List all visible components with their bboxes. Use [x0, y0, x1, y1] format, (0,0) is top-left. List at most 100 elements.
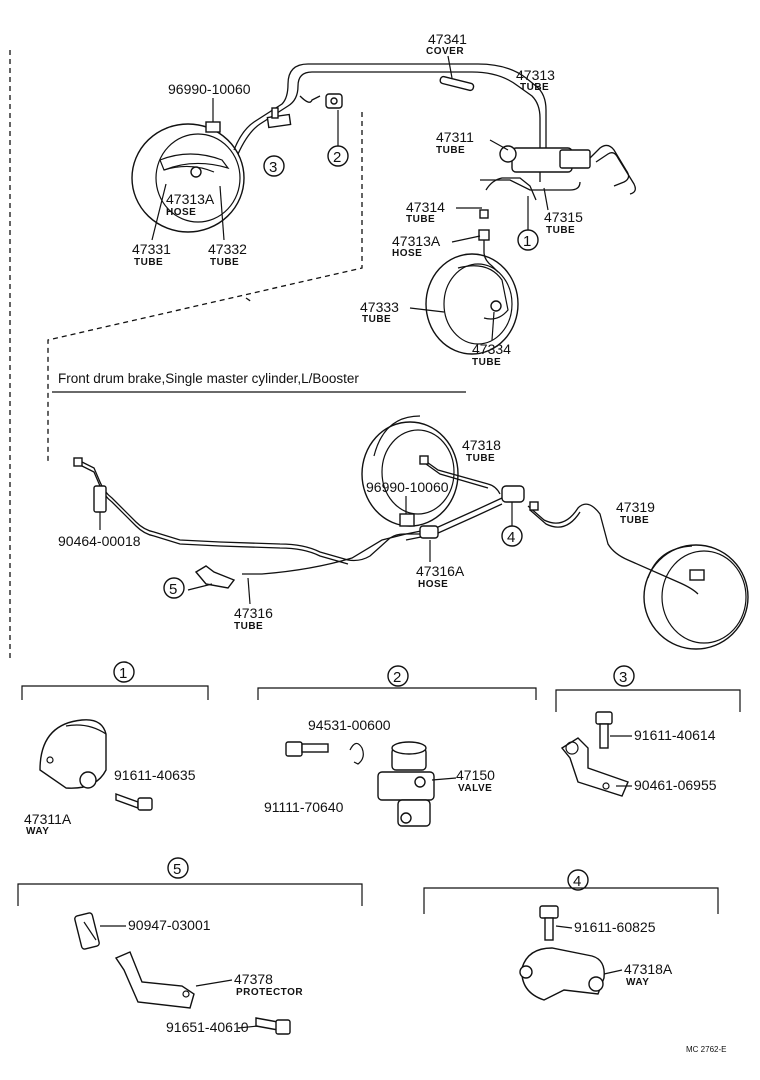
tube-47314-nut	[479, 209, 489, 219]
label-47334-tube: TUBE	[472, 357, 501, 368]
valve-47150	[377, 741, 435, 827]
label-47331-tube: TUBE	[134, 257, 163, 268]
way-47311a	[39, 719, 107, 789]
sleeve-90947-03001	[74, 912, 100, 950]
label-47313: 47313	[516, 67, 555, 83]
label-47318a: 47318A	[624, 961, 673, 977]
svg-text:3: 3	[619, 669, 627, 686]
bracket-detail5-ref	[194, 565, 236, 589]
svg-text:5: 5	[173, 861, 181, 878]
label-47311: 47311	[436, 129, 474, 145]
label-47311a-way: WAY	[26, 826, 49, 837]
label-47313a-right: 47313A	[392, 233, 441, 249]
callout-2-top: 2	[327, 145, 349, 167]
label-47316-tube: TUBE	[234, 621, 263, 632]
label-91611-40635: 91611-40635	[114, 767, 196, 783]
label-47316: 47316	[234, 605, 273, 621]
svg-text:4: 4	[507, 529, 515, 546]
label-47318a-way: WAY	[626, 977, 649, 988]
master-cylinder	[480, 144, 636, 195]
label-47315-tube: TUBE	[546, 225, 575, 236]
label-47332: 47332	[208, 241, 247, 257]
label-91611-40614: 91611-40614	[634, 727, 716, 743]
label-47333-tube: TUBE	[362, 314, 391, 325]
label-47150-valve: VALVE	[458, 783, 492, 794]
label-47314: 47314	[406, 199, 445, 215]
tube-47319	[527, 503, 699, 595]
label-90464: 90464-00018	[58, 533, 141, 549]
label-47150: 47150	[456, 767, 495, 783]
clip-90464	[93, 485, 107, 513]
svg-text:2: 2	[393, 669, 401, 686]
detail-4-bracket: 4	[423, 869, 719, 914]
svg-text:2: 2	[333, 149, 341, 166]
detail-5-bracket: 5	[17, 857, 363, 906]
drum-brake-mid-left	[361, 415, 459, 527]
label-47316a-hose: HOSE	[418, 579, 448, 590]
svg-text:3: 3	[269, 159, 277, 176]
svg-text:4: 4	[573, 873, 581, 890]
drum-brake-rear-right	[643, 544, 749, 650]
bolt-96990-mid	[399, 513, 415, 527]
tube-47314	[485, 177, 537, 201]
label-47378-protector: PROTECTOR	[236, 987, 303, 998]
callout-3-top: 3	[263, 155, 285, 177]
dashed-connector	[47, 112, 363, 462]
tube-clip-top-1	[266, 107, 292, 129]
label-47313a-left: 47313A	[166, 191, 215, 207]
label-47319-tube: TUBE	[620, 515, 649, 526]
pin-94531-00600	[349, 742, 364, 765]
hose-47313a-right-fitting	[478, 229, 490, 241]
label-47333: 47333	[360, 299, 399, 315]
label-47318-tube: TUBE	[466, 453, 495, 464]
label-47315: 47315	[544, 209, 583, 225]
label-47313a-left-hose: HOSE	[166, 207, 196, 218]
bolt-91611-40614	[595, 711, 613, 749]
label-47311a: 47311A	[24, 811, 72, 827]
callout-5-mid: 5	[163, 577, 185, 599]
label-47313-tube: TUBE	[520, 82, 549, 93]
way-47318a	[519, 947, 605, 1001]
way-fitting-mid	[501, 485, 525, 503]
main-tube-bundle	[233, 63, 547, 182]
label-47378: 47378	[234, 971, 273, 987]
label-47332-tube: TUBE	[210, 257, 239, 268]
bolt-96990-top	[205, 98, 221, 133]
label-47319: 47319	[616, 499, 655, 515]
svg-text:5: 5	[169, 581, 177, 598]
label-47331: 47331	[132, 241, 171, 257]
label-47341: 47341	[428, 31, 467, 47]
label-47313a-right-hose: HOSE	[392, 248, 422, 259]
tube-47318	[423, 459, 501, 495]
bolt-91611-60825	[539, 905, 559, 941]
label-47314-tube: TUBE	[406, 214, 435, 225]
svg-text:1: 1	[523, 233, 531, 250]
label-cover: COVER	[426, 46, 464, 57]
label-47334: 47334	[472, 341, 511, 357]
label-47318: 47318	[462, 437, 501, 453]
tube-clip-top-2	[325, 93, 343, 109]
detail-3-bracket: 3	[555, 665, 741, 712]
label-96990-top: 96990-10060	[168, 81, 251, 97]
svg-text:1: 1	[119, 665, 127, 682]
label-47316a: 47316A	[416, 563, 465, 579]
cover-47341	[439, 75, 475, 92]
drum-brake-front-left	[131, 123, 245, 233]
bolt-91111-70640	[285, 741, 329, 757]
label-91111-70640: 91111-70640	[264, 799, 344, 815]
label-91611-60825: 91611-60825	[574, 919, 656, 935]
callout-1-top: 1	[517, 229, 539, 251]
section-title: Front drum brake,Single master cylinder,…	[58, 371, 359, 386]
label-96990-mid: 96990-10060	[366, 479, 449, 495]
tube-47316-nut	[73, 457, 83, 467]
protector-47378	[114, 951, 195, 1009]
callout-4-mid: 4	[501, 525, 523, 547]
label-91651-40610: 91651-40610	[166, 1019, 249, 1035]
label-90461-06955: 90461-06955	[634, 777, 717, 793]
label-94531-00600: 94531-00600	[308, 717, 391, 733]
label-90947-03001: 90947-03001	[128, 917, 211, 933]
bolt-91651-40610	[255, 1017, 291, 1035]
detail-1-bracket: 1	[21, 661, 209, 700]
